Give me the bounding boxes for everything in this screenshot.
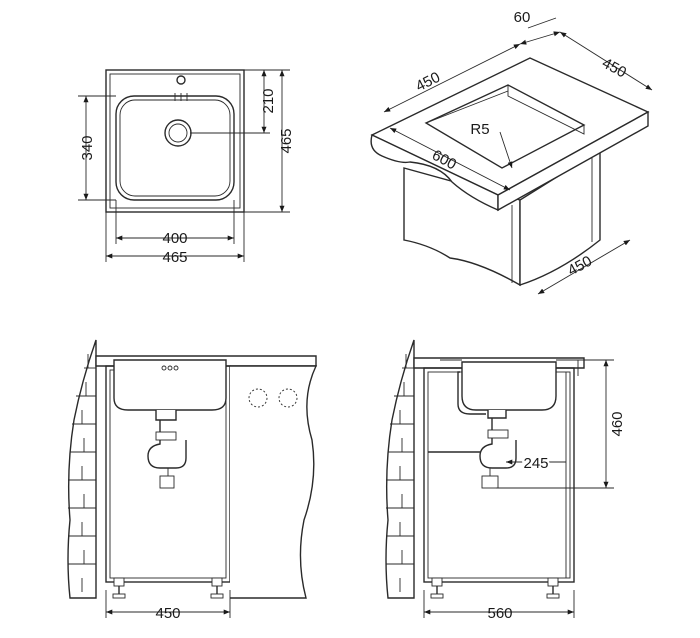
dim-outer-depth: 465 bbox=[278, 128, 295, 153]
dim-inner-depth: 340 bbox=[79, 135, 96, 160]
front-legs bbox=[112, 577, 224, 599]
front-trap bbox=[147, 420, 187, 469]
sink-bowl bbox=[115, 95, 235, 201]
brick-courses bbox=[68, 354, 96, 592]
dim-drain-offset: 210 bbox=[260, 88, 277, 113]
dim-side-width: 560 bbox=[487, 605, 512, 622]
dim-cabinet-450-right: 450 bbox=[599, 55, 629, 82]
fitting-hole-right bbox=[278, 388, 298, 408]
fitting-hole-left bbox=[248, 388, 268, 408]
front-overflow-icon bbox=[161, 365, 179, 371]
dim-front-width: 450 bbox=[155, 605, 180, 622]
front-sink-bowl bbox=[113, 359, 227, 411]
front-drain bbox=[155, 410, 177, 421]
top-view-dimensions: 400 465 340 210 465 bbox=[78, 69, 295, 266]
side-view-dimensions: 560 460 245 bbox=[423, 359, 626, 622]
adjacent-cabinet bbox=[230, 365, 318, 599]
side-overflow-pipe bbox=[457, 371, 486, 415]
front-section-view bbox=[67, 339, 318, 599]
dim-outer-width: 465 bbox=[162, 249, 187, 266]
sink-top-view bbox=[105, 69, 245, 213]
dim-inner-width: 400 bbox=[162, 230, 187, 247]
sink-rim-inner-edge bbox=[109, 73, 241, 209]
dim-cabinet-450-left: 450 bbox=[413, 69, 443, 96]
side-trap bbox=[479, 418, 517, 469]
cabinet-isometric-view bbox=[370, 57, 650, 287]
dim-cabinet-60: 60 bbox=[514, 9, 531, 26]
dim-radius: R5 bbox=[470, 121, 489, 138]
sink-outer-rim bbox=[105, 69, 245, 213]
side-drain bbox=[487, 410, 507, 419]
overflow-icon bbox=[174, 93, 188, 101]
dim-side-trap: 245 bbox=[523, 455, 548, 472]
drain-inner bbox=[168, 123, 188, 143]
front-view-dimensions: 450 bbox=[105, 590, 231, 622]
side-section-view bbox=[385, 339, 585, 599]
brick-courses-side bbox=[386, 354, 414, 592]
sink-bowl-inner bbox=[119, 99, 231, 197]
tap-hole bbox=[176, 75, 186, 85]
dim-side-height: 460 bbox=[609, 411, 626, 436]
worktop-side-edge bbox=[497, 110, 649, 212]
side-sink-bowl bbox=[461, 361, 557, 411]
side-legs bbox=[430, 577, 560, 599]
